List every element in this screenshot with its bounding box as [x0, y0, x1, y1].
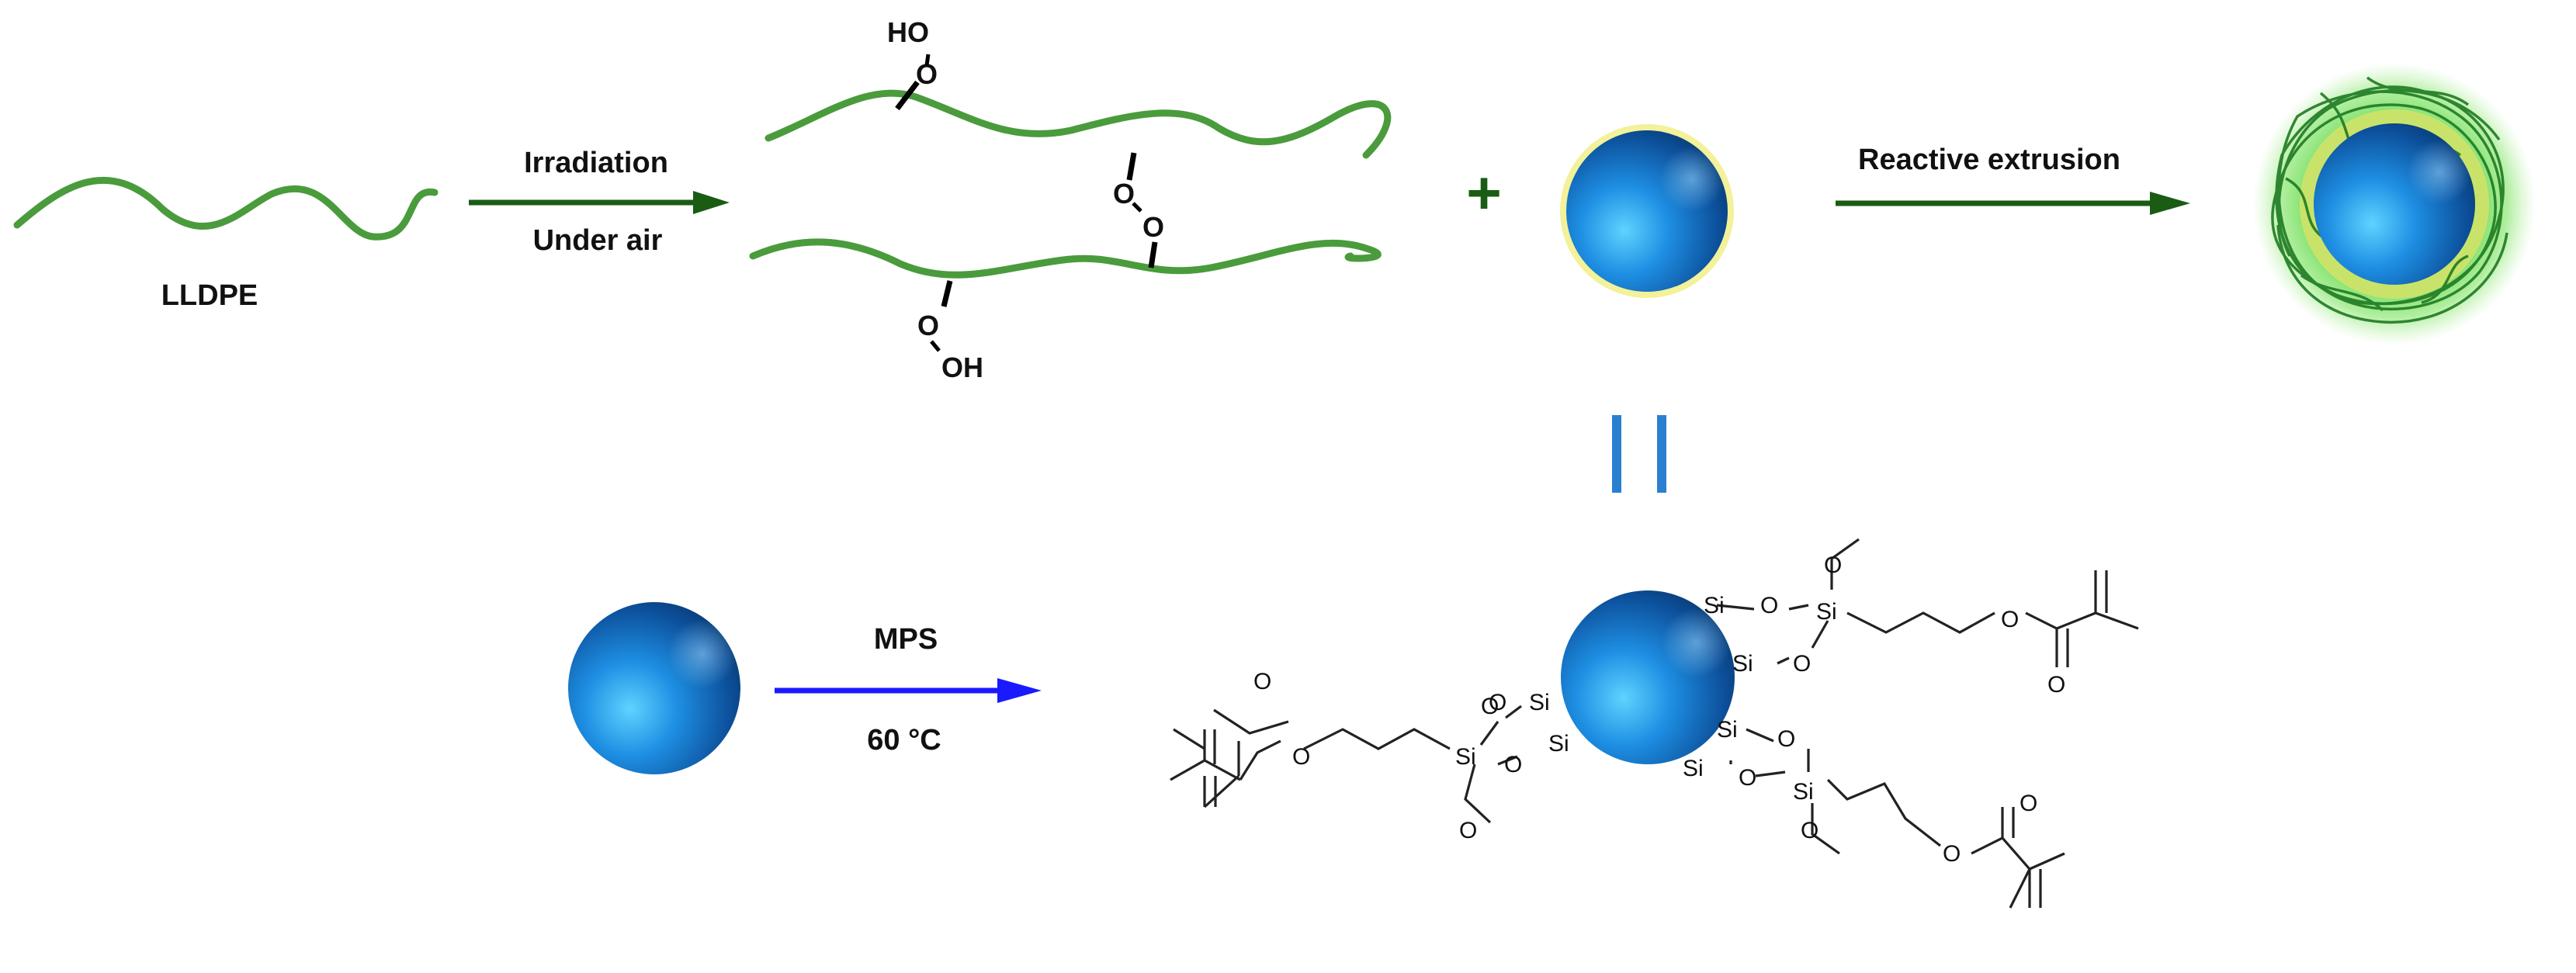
svg-text:O: O — [2020, 791, 2037, 816]
peroxidized-chain-top — [764, 89, 1392, 159]
svg-text:O: O — [1504, 752, 1522, 777]
mps-label: MPS — [874, 623, 938, 656]
lldpe-chain — [13, 176, 439, 241]
plus-sign: + — [1466, 158, 1502, 227]
lldpe-label: LLDPE — [161, 279, 258, 312]
bare-particle-highlight — [568, 602, 740, 774]
svg-text:O: O — [1489, 690, 1506, 715]
irradiation-arrow-head — [693, 191, 730, 214]
atom-o-mid2: O — [1142, 211, 1164, 243]
oh-bond-bottom — [930, 340, 941, 352]
svg-text:O: O — [1793, 651, 1811, 677]
svg-text:O: O — [1481, 694, 1499, 719]
peroxide-bond-lower — [1148, 241, 1158, 268]
svg-text:Si: Si — [1548, 731, 1569, 757]
svg-text:O: O — [1801, 818, 1818, 843]
svg-text:O: O — [1760, 593, 1778, 618]
temperature-label: 60 °C — [867, 724, 941, 757]
atom-ho-top: HO — [887, 16, 929, 48]
equivalence-sign — [1612, 415, 1666, 493]
reactive-extrusion-label: Reactive extrusion — [1858, 144, 2120, 176]
svg-text:O: O — [2047, 672, 2065, 698]
ooh-bond-bottom — [941, 280, 953, 307]
svg-text:O: O — [1739, 765, 1756, 791]
oo-bond-top — [924, 54, 931, 66]
svg-text:Si: Si — [1529, 690, 1550, 715]
mps-atom-labels: O Si O Si O Si O O O Si O Si O Si O O O … — [1253, 552, 2065, 867]
svg-text:Si: Si — [1732, 651, 1753, 677]
mps-arrow-head — [997, 678, 1042, 703]
peroxide-bond-upper — [1126, 152, 1137, 181]
svg-text:O: O — [1459, 818, 1477, 843]
extrusion-arrow-head — [2150, 192, 2190, 215]
svg-text:O: O — [2001, 607, 2019, 632]
svg-text:Si: Si — [1683, 756, 1704, 781]
svg-text:Si: Si — [1704, 593, 1725, 618]
grafted-particle-highlight — [1561, 590, 1735, 764]
svg-text:O: O — [1253, 669, 1271, 694]
ooh-bond-top — [895, 80, 920, 111]
under-air-label: Under air — [533, 224, 663, 257]
svg-text:Si: Si — [1793, 779, 1814, 805]
svg-text:O: O — [1777, 726, 1795, 752]
atom-o-bottom: O — [917, 310, 939, 341]
atom-oh-bottom: OH — [941, 351, 983, 383]
svg-text:O: O — [1824, 552, 1842, 578]
peroxide-oo-bond — [1132, 202, 1142, 213]
svg-text:O: O — [1292, 744, 1310, 770]
svg-text:Si: Si — [1717, 717, 1738, 743]
shell-particle-highlight — [1566, 130, 1728, 292]
svg-text:Si: Si — [1816, 599, 1837, 625]
irradiation-label: Irradiation — [524, 147, 668, 179]
product-core-highlight — [2314, 123, 2475, 285]
peroxidized-chain-bottom — [749, 238, 1382, 279]
mps-structure-bonds — [1170, 538, 2139, 909]
svg-text:O: O — [1943, 841, 1961, 867]
atom-o-mid1: O — [1113, 178, 1135, 209]
svg-text:Si: Si — [1455, 744, 1476, 770]
